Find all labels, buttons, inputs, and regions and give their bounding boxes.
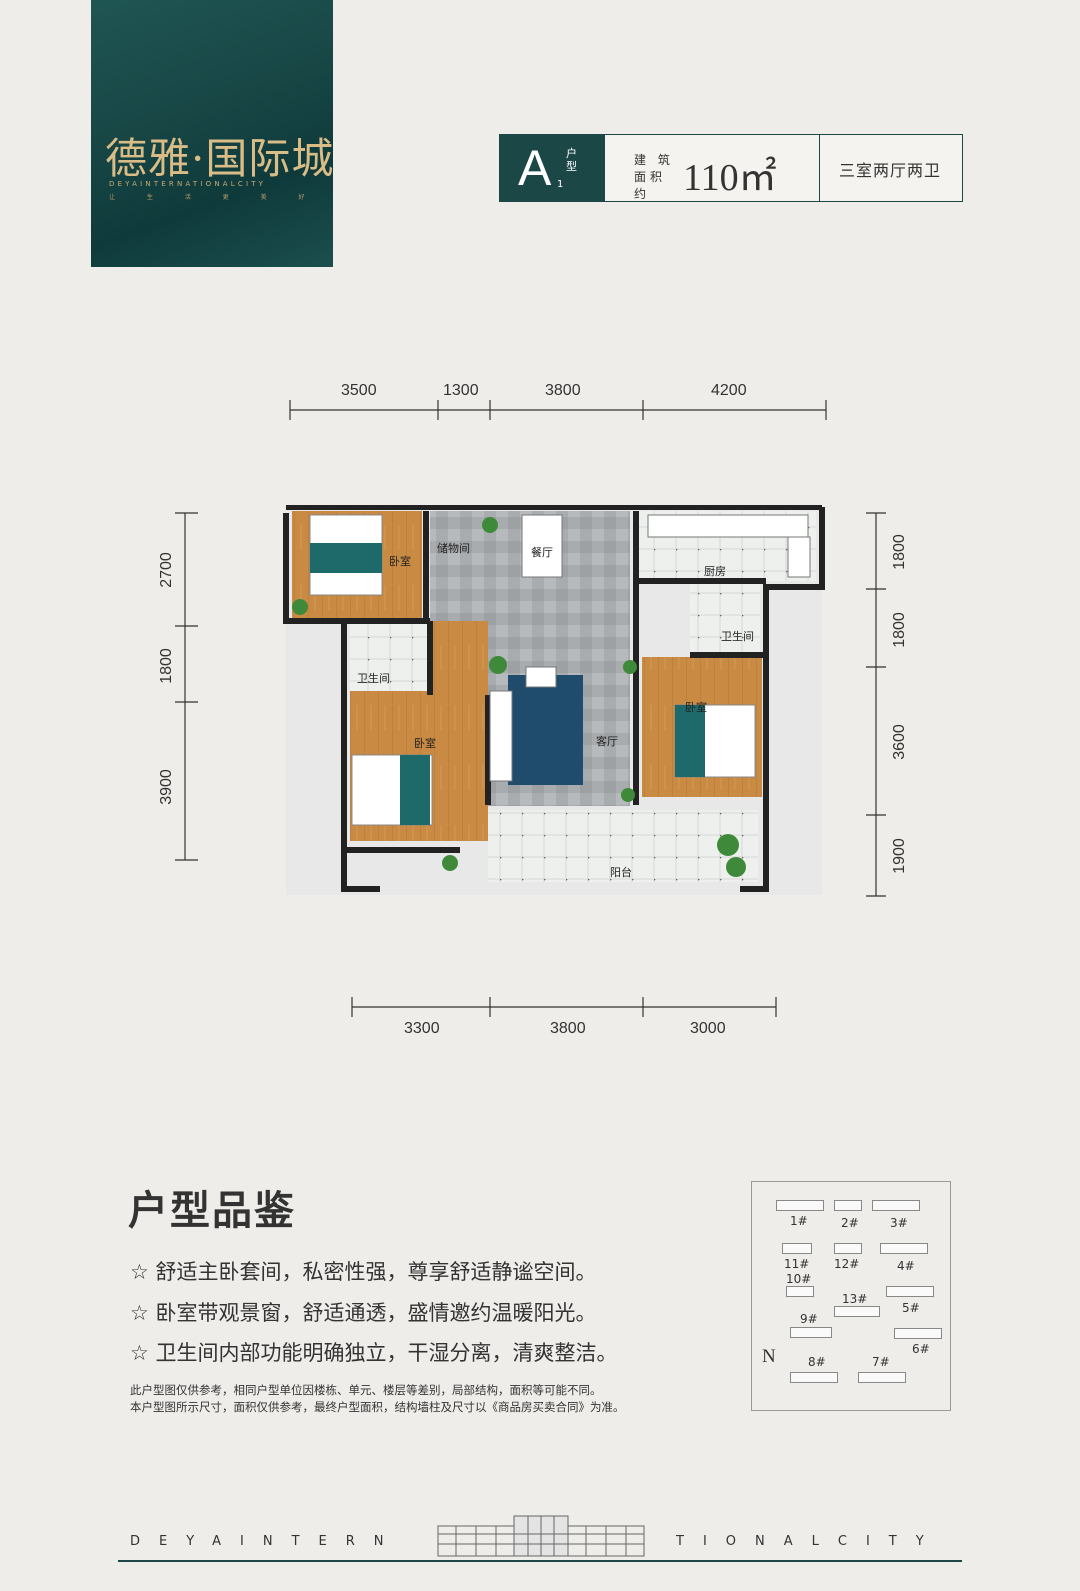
building-11: 11# xyxy=(784,1257,810,1271)
room-label-kitchen: 厨房 xyxy=(704,565,726,578)
room-label-balcony: 阳台 xyxy=(610,866,632,879)
room-label-bathroom-left: 卫生间 xyxy=(357,672,390,685)
room-label-bedroom-left: 卧室 xyxy=(414,737,436,750)
brand-tagline: 让 生 活 更 美 好 xyxy=(109,194,320,201)
footer-building-illustration xyxy=(437,1515,645,1557)
dim-left-1: 2700 xyxy=(158,552,175,588)
room-label-storage: 储物间 xyxy=(437,542,470,555)
area-label: 建 筑 面积约 xyxy=(634,153,674,201)
dim-right-4: 1900 xyxy=(891,838,908,874)
features-title: 户型品鉴 xyxy=(128,1188,296,1234)
room-label-bedroom-right: 卧室 xyxy=(685,701,707,714)
unit-type-label: 户型 xyxy=(566,147,577,173)
unit-type-cell: A 户型 1 xyxy=(500,135,604,201)
room-label-living: 客厅 xyxy=(596,735,618,748)
building-3: 3# xyxy=(890,1216,908,1230)
room-label-bedroom-top: 卧室 xyxy=(389,555,411,568)
dim-top-1: 3500 xyxy=(341,382,377,399)
footer-left-text: DEYAINTERN xyxy=(130,1534,403,1549)
dim-bottom-3: 3000 xyxy=(690,1020,726,1037)
brand-english: DEYAINTERNATIONALCITY xyxy=(109,180,267,188)
footer-right-text: TIONALCITY xyxy=(676,1534,943,1549)
feature-item-1: ☆ 舒适主卧套间，私密性强，尊享舒适静谧空间。 xyxy=(130,1260,597,1284)
feature-item-2: ☆ 卧室带观景窗，舒适通透，盛情邀约温暖阳光。 xyxy=(130,1301,597,1325)
disclaimer-line-2: 本户型图所示尺寸，面积仅供参考，最终户型面积，结构墙柱及尺寸以《商品房买卖合同》… xyxy=(130,1400,625,1414)
dim-right-1: 1800 xyxy=(891,534,908,570)
rooms-summary: 三室两厅两卫 xyxy=(839,161,942,180)
brand-logo: 德雅·国际城 DEYAINTERNATIONALCITY 让 生 活 更 美 好 xyxy=(91,0,333,267)
building-10: 10# xyxy=(786,1272,812,1286)
dim-left-2: 1800 xyxy=(158,648,175,684)
dim-bottom-1: 3300 xyxy=(404,1020,440,1037)
room-label-bathroom-right: 卫生间 xyxy=(721,630,754,643)
footer-rule xyxy=(118,1560,962,1562)
dim-top-4: 4200 xyxy=(711,382,747,399)
building-8: 8# xyxy=(808,1355,826,1369)
building-5: 5# xyxy=(902,1301,920,1315)
building-4: 4# xyxy=(897,1259,915,1273)
floorplan xyxy=(283,505,825,895)
dim-top-2: 1300 xyxy=(443,382,479,399)
site-map: 1# 2# 3# 11# 12# 4# 10# 13# 5# 9# 6# N 8… xyxy=(751,1181,951,1411)
building-2: 2# xyxy=(841,1216,859,1230)
building-1: 1# xyxy=(790,1214,808,1228)
building-6: 6# xyxy=(912,1342,930,1356)
dim-right-3: 3600 xyxy=(891,724,908,760)
building-7: 7# xyxy=(872,1355,890,1369)
dim-left-3: 3900 xyxy=(158,769,175,805)
disclaimer-line-1: 此户型图仅供参考，相同户型单位因楼栋、单元、楼层等差别，局部结构，面积等可能不同… xyxy=(130,1383,602,1397)
unit-type-letter: A xyxy=(518,140,552,196)
dim-top-3: 3800 xyxy=(545,382,581,399)
dim-right-2: 1800 xyxy=(891,612,908,648)
building-12: 12# xyxy=(834,1257,860,1271)
building-9: 9# xyxy=(800,1312,818,1326)
area-value: 110㎡ xyxy=(683,157,777,199)
brand-name: 德雅·国际城 xyxy=(105,134,335,183)
room-label-dining: 餐厅 xyxy=(531,546,553,559)
building-13: 13# xyxy=(842,1292,868,1306)
north-indicator: N xyxy=(762,1346,776,1367)
unit-type-sub: 1 xyxy=(557,179,564,190)
dim-bottom-2: 3800 xyxy=(550,1020,586,1037)
feature-item-3: ☆ 卫生间内部功能明确独立，干湿分离，清爽整洁。 xyxy=(130,1341,618,1365)
unit-info-box: A 户型 1 建 筑 面积约 110㎡ 三室两厅两卫 xyxy=(499,134,963,202)
